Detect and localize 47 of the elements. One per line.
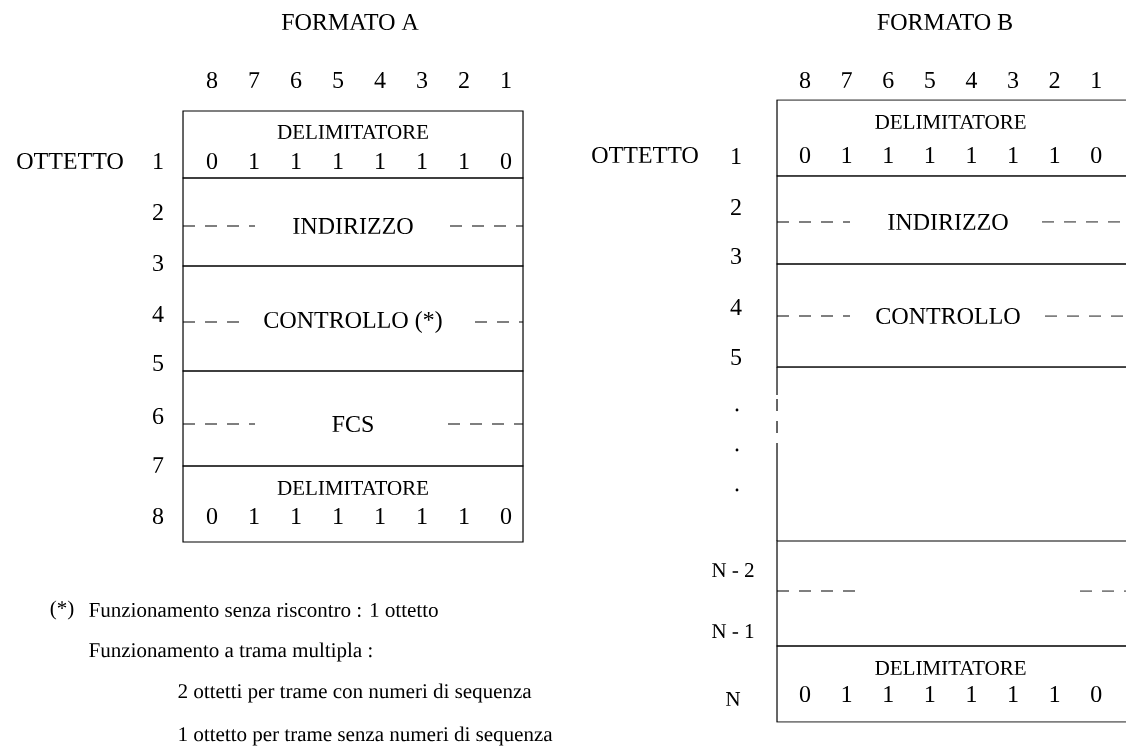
bit-number: 8 [206,71,218,89]
octet-number: . [735,488,739,492]
note: Funzionamento senza riscontro : 1 ottetto [89,602,438,618]
octet-number: 1 [732,148,741,164]
row-label: OTTETTO [17,152,123,170]
bit-number: 3 [417,71,428,89]
frame-field: CONTROLLO (*) [182,265,524,372]
bit-number: 7 [249,72,260,88]
note: 2 ottetti per trame con numeri di sequenza [178,683,532,703]
frame-field: INDIRIZZO [182,177,524,267]
octet-number: 3 [731,247,742,265]
delimiter-field: DELIMITATORE 0 1 1 1 1 1 1 0 [182,465,524,543]
note: 1 ottetto per trame senza numeri di sequenza [179,726,553,746]
row-label: OTTETTO [592,146,698,164]
octet-number: . [735,408,739,412]
octet-number: 5 [731,349,742,365]
delimiter-field: DELIMITATORE 0 1 1 1 1 1 1 0 [776,645,1126,723]
octet-number: 2 [731,199,741,215]
bit-number: 4 [374,72,386,88]
frame-field [776,366,1126,542]
octet-number: 4 [152,306,164,322]
footnote-mark: (*) [50,600,74,620]
octet-number: 2 [153,204,163,220]
title: FORMATO B [877,13,1012,31]
octet-number: 4 [730,299,742,315]
bit-number: 6 [291,71,302,89]
frame-field [776,540,1126,647]
frame-field: CONTROLLO [776,263,1126,368]
frame-field: INDIRIZZO [776,175,1126,265]
octet-number: 7 [153,457,164,473]
bit-number: 5 [333,72,344,88]
note: Funzionamento a trama multipla : [89,642,372,662]
octet-number: . [735,448,739,452]
octet-number: N [726,692,741,706]
delimiter-field: DELIMITATORE 0 1 1 1 1 1 1 0 [776,99,1126,177]
octet-number: 3 [153,254,164,272]
octet-number: 8 [152,507,164,525]
octet-number: 5 [153,355,164,371]
bit-number: 2 [459,72,469,88]
delimiter-field: DELIMITATORE 0 1 1 1 1 1 1 0 [182,110,524,179]
title: FORMATO A [281,13,419,31]
octet-number: 1 [154,153,163,169]
octet-number: N - 1 [712,624,754,638]
octet-number: N - 2 [712,563,754,577]
frame-field: FCS [182,370,524,467]
bit-number: 1 [502,72,511,88]
octet-number: 6 [153,407,164,425]
